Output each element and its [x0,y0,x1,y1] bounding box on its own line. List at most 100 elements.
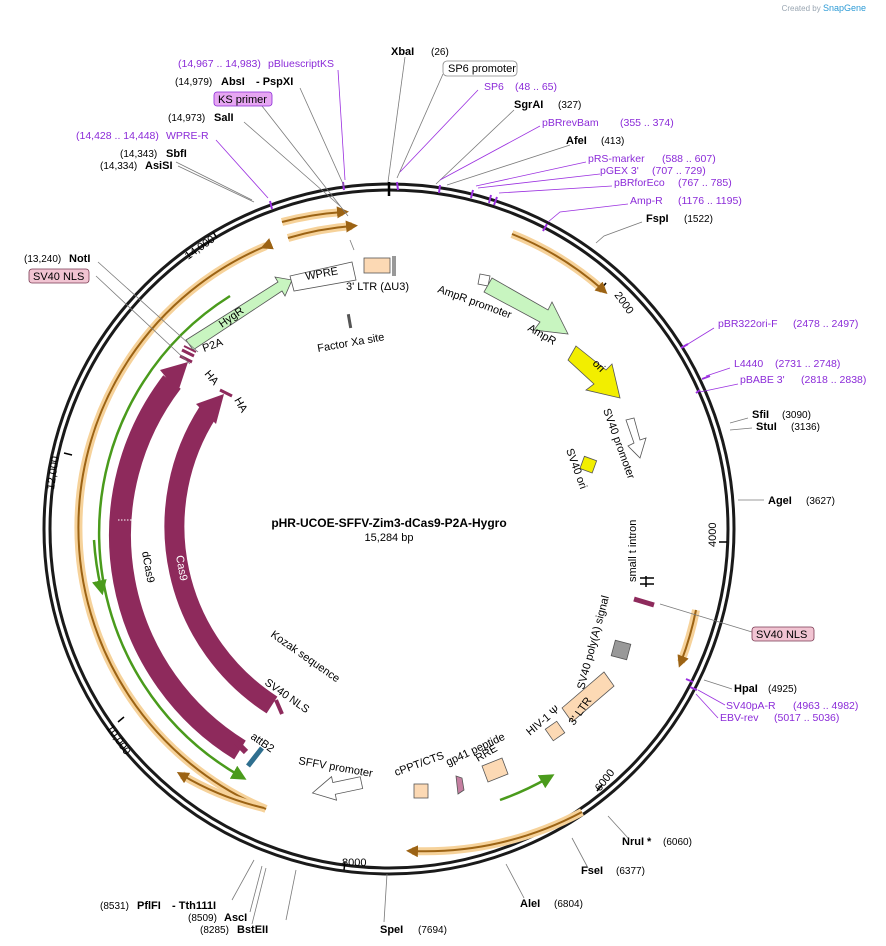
feature-shapes [179,256,655,801]
tick-label-4000: 4000 [707,523,719,547]
primer-pbrrevbam: pBRrevBam [542,117,599,129]
cas9-arc [164,406,278,714]
primer-pbr322ori-f-range: (2478 .. 2497) [793,318,858,330]
ampr-shape [483,277,569,335]
factor-xa-mark [346,313,353,329]
primer-ebv-rev: EBV-rev [720,712,759,724]
primer-pgex3: pGEX 3' [600,165,639,177]
enzyme-tth111i: - Tth111I [172,900,216,912]
sv40-nls-right-shape [633,596,655,608]
enzyme-pspxi: - PspXI [256,76,293,88]
enzyme-hpai: HpaI [734,683,758,695]
primer-l4440: L4440 [734,358,763,370]
enzyme-pflfi-pos: (8531) [100,901,129,912]
sv40-polya-shape [610,639,632,661]
enzyme-spei: SpeI [380,924,403,936]
enzyme-sbfi-pos: (14,343) [120,149,157,160]
enzyme-bsteii-pos: (8285) [200,925,229,936]
primer-wpre-r: WPRE-R [166,130,209,142]
label-wpre: WPRE [304,265,339,283]
credit-prefix: Created by [781,4,821,13]
sv40-ori-shape [579,455,598,474]
primer-sp6-range: (48 .. 65) [515,81,557,93]
dcas9-arc [109,375,246,760]
enzyme-sali-pos: (14,973) [168,113,205,124]
sv40-nls-left-label: SV40 NLS [33,271,84,283]
enzyme-fsei-pos: (6377) [616,866,645,877]
enzyme-alei: AleI [520,898,540,910]
enzyme-spei-pos: (7694) [418,925,447,936]
primer-l4440-range: (2731 .. 2748) [775,358,840,370]
hiv-psi-shape [544,720,566,742]
primer-pbr322ori-f: pBR322ori-F [718,318,778,330]
primer-ebv-rev-range: (5017 .. 5036) [774,712,839,724]
tick-label-14000: 14,000 [183,233,217,262]
sffv-promoter-shape [311,775,364,801]
enzyme-alei-pos: (6804) [554,899,583,910]
enzyme-nrui: NruI * [622,836,652,848]
primer-pbrforeco-range: (767 .. 785) [678,177,732,189]
sv40-nls-left-box [28,268,90,284]
snapgene-credit: Created by SnapGene [782,3,866,13]
label-3-ltr-du3: 3' LTR (ΔU3) [346,281,409,293]
label-hygr: HygR [217,305,246,331]
enzyme-asisi: AsiSI [145,160,173,172]
enzyme-xbai-pos: (26) [431,47,449,58]
primer-ticks [269,181,711,691]
tick-label-8000: 8000 [342,857,366,869]
cas9-arrowhead [196,394,224,424]
sv40-nls-right-box [751,626,815,642]
enzyme-stui-pos: (3136) [791,422,820,433]
enzyme-absi-pos: (14,979) [175,77,212,88]
enzyme-fspi: FspI [646,213,669,225]
enzyme-noti: NotI [69,253,90,265]
enzyme-sali: SalI [214,112,234,124]
tick-label-12000: 12,000 [45,455,62,490]
rre-shape [481,757,509,783]
enzyme-nrui-pos: (6060) [663,837,692,848]
dcas9-arrowhead [160,362,188,392]
ori-shape [567,345,621,399]
primer-amp-r: Amp-R [630,195,663,207]
sp6-promoter-box [442,60,518,77]
label-dcas9: dCas9 [139,550,156,583]
enzyme-absi: AbsI [221,76,245,88]
primer-sv40pa-r: SV40pA-R [726,700,776,712]
label-factor-xa: Factor Xa site [316,331,385,355]
leader-lines [95,56,764,925]
enzyme-sgrai: SgrAI [514,99,543,111]
primer-pgex3-range: (707 .. 729) [652,165,706,177]
enzyme-hpai-pos: (4925) [768,684,797,695]
primer-amp-r-range: (1176 .. 1195) [678,195,742,207]
primer-pbluescriptks: pBluescriptKS [268,58,334,70]
enzyme-pflfi: PflFI [137,900,161,912]
enzyme-sgrai-pos: (327) [558,100,581,111]
ha-shape-2 [183,345,197,353]
snapgene-logo-text: SnapGene [822,3,866,13]
enzyme-sfii-pos: (3090) [782,410,811,421]
enzyme-agei-pos: (3627) [806,496,835,507]
ks-primer-label: KS primer [218,94,267,106]
enzyme-agei: AgeI [768,495,792,507]
ltr-end-mark [392,256,396,276]
ha-shape-1 [219,388,233,398]
enzyme-sfii: SfiI [752,409,769,421]
label-ha-2: HA [202,368,221,388]
primer-prs-marker: pRS-marker [588,153,645,165]
label-kozak: Kozak sequence [268,629,342,685]
sv40-promoter-shape [625,417,647,459]
wpre-shape [289,261,357,292]
label-ha-1: HA [231,396,249,416]
p2a-shape [179,348,195,364]
plasmid-name: pHR-UCOE-SFFV-Zim3-dCas9-P2A-Hygro [271,516,506,530]
enzyme-fsei: FseI [581,865,603,877]
primer-wpre-r-range: (14,428 .. 14,448) [76,130,159,142]
enzyme-fspi-pos: (1522) [684,214,713,225]
ltr-du3-shape [363,257,391,274]
enzyme-stui: StuI [756,421,777,433]
primer-sv40pa-r-range: (4963 .. 4982) [793,700,858,712]
sv40-nls-right-label: SV40 NLS [756,629,807,641]
primer-pbrforeco: pBRforEco [614,177,665,189]
